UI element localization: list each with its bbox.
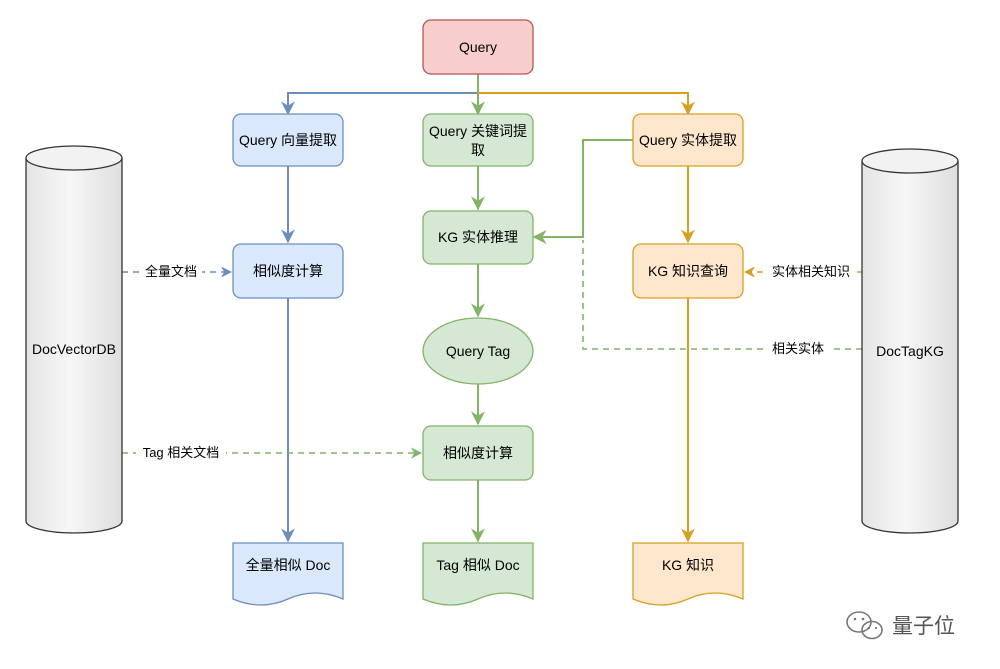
db-vector: DocVectorDB — [25, 145, 123, 534]
edge-label-entity-knowledge: 实体相关知识 — [765, 262, 857, 281]
doc-full-similar-label: 全量相似 Doc — [246, 557, 331, 573]
wechat-icon — [846, 611, 883, 640]
watermark-text: 量子位 — [892, 614, 955, 638]
edge-label-all-docs-text: 全量文档 — [145, 264, 197, 279]
doc-kg-knowledge-label: KG 知识 — [662, 557, 714, 573]
node-query-label: Query — [459, 39, 497, 55]
node-keyword-extract-label-1: Query 关键词提 — [429, 123, 527, 139]
edge-label-tag-docs-text: Tag 相关文档 — [143, 445, 220, 460]
doc-tag-similar-label: Tag 相似 Doc — [436, 557, 519, 573]
node-vector-extract: Query 向量提取 — [232, 113, 344, 167]
node-query: Query — [422, 19, 534, 75]
node-kg-query-label: KG 知识查询 — [648, 263, 728, 279]
node-kg-query: KG 知识查询 — [632, 243, 744, 299]
node-sim-calc-left: 相似度计算 — [232, 243, 344, 299]
db-vector-label: DocVectorDB — [32, 341, 116, 357]
node-keyword-extract: Query 关键词提 取 — [422, 113, 534, 167]
doc-tag-similar: Tag 相似 Doc — [422, 542, 534, 606]
node-kg-reason-label: KG 实体推理 — [438, 229, 518, 245]
edge-label-tag-docs: Tag 相关文档 — [136, 443, 226, 462]
doc-kg-knowledge: KG 知识 — [632, 542, 744, 606]
edge-label-entity-knowledge-text: 实体相关知识 — [772, 264, 850, 279]
edge-query-to-entity — [478, 92, 695, 116]
node-query-tag-label: Query Tag — [446, 343, 510, 359]
node-keyword-extract-label-2: 取 — [471, 142, 485, 158]
edge-entity-to-kg-reason — [532, 139, 633, 244]
node-kg-reason: KG 实体推理 — [422, 210, 534, 265]
doc-full-similar: 全量相似 Doc — [232, 542, 344, 606]
edge-label-related-entities-text: 相关实体 — [772, 341, 824, 356]
watermark: 量子位 — [846, 611, 955, 640]
db-tagkg: DocTagKG — [861, 148, 959, 534]
node-query-tag: Query Tag — [422, 317, 534, 385]
node-vector-extract-label: Query 向量提取 — [239, 132, 337, 148]
node-entity-extract-label: Query 实体提取 — [639, 132, 737, 148]
db-tagkg-label: DocTagKG — [876, 343, 944, 359]
edge-query-to-vector — [281, 74, 479, 116]
edge-label-related-entities: 相关实体 — [766, 339, 830, 358]
node-entity-extract: Query 实体提取 — [632, 113, 744, 167]
edge-label-all-docs: 全量文档 — [140, 262, 202, 281]
node-sim-calc-mid-label: 相似度计算 — [443, 445, 513, 461]
node-sim-calc-left-label: 相似度计算 — [253, 263, 323, 279]
node-sim-calc-mid: 相似度计算 — [422, 425, 534, 481]
